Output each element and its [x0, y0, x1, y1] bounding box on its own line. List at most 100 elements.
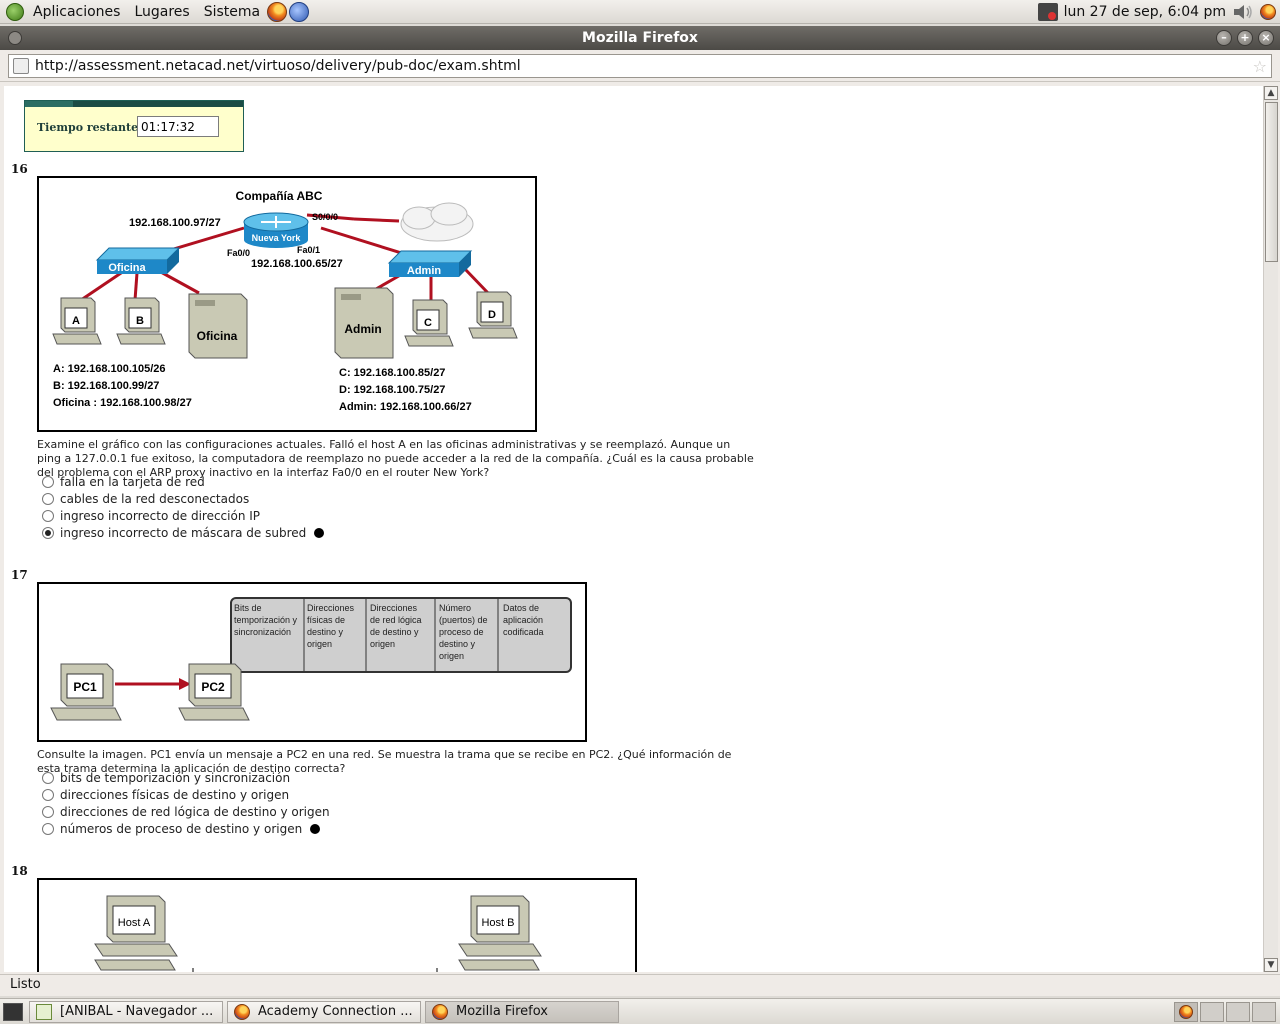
- radio-button[interactable]: [42, 510, 54, 522]
- q17-option[interactable]: direcciones físicas de destino y origen: [42, 788, 289, 802]
- server-oficina-icon: [188, 293, 248, 359]
- printer-icon[interactable]: [1037, 3, 1058, 21]
- router-ip-left: 192.168.100.97/27: [129, 217, 221, 229]
- window-menu-icon[interactable]: [8, 31, 22, 45]
- host-a-icon: [94, 895, 178, 971]
- pc1-icon: [50, 663, 122, 721]
- firefox-tray-icon[interactable]: [1260, 4, 1276, 20]
- q17-option[interactable]: bits de temporización y sincronización: [42, 771, 290, 785]
- radio-button[interactable]: [42, 823, 54, 835]
- taskbar-item-academy[interactable]: Academy Connection ...: [227, 1000, 421, 1023]
- applications-menu[interactable]: Aplicaciones: [33, 3, 121, 20]
- timer-box: Tiempo restante:: [24, 100, 244, 152]
- workspace-2[interactable]: [1200, 1002, 1224, 1022]
- q16-option[interactable]: cables de la red desconectados: [42, 492, 249, 506]
- site-identity-icon[interactable]: [13, 57, 29, 74]
- pc-a-label: A: [72, 315, 80, 327]
- q18-diagram: Host A Host B: [37, 878, 637, 972]
- switch-admin-icon: [387, 250, 473, 277]
- host-b-label: Host B: [481, 917, 514, 929]
- timer-label: Tiempo restante:: [37, 121, 143, 134]
- workspace-1[interactable]: [1174, 1002, 1198, 1022]
- question-18-number: 18: [11, 864, 28, 878]
- answer-marker-icon: [310, 824, 321, 834]
- taskbar-item-firefox[interactable]: Mozilla Firefox: [425, 1000, 619, 1023]
- ip-line-oficina: Oficina : 192.168.100.98/27: [53, 397, 192, 409]
- taskbar-item-navegador[interactable]: [ANIBAL - Navegador ...: [29, 1000, 223, 1023]
- status-bar: Listo: [0, 974, 1280, 996]
- radio-button[interactable]: [42, 806, 54, 818]
- server-admin-icon: [334, 287, 394, 359]
- q16-option[interactable]: falla en la tarjeta de red: [42, 475, 205, 489]
- firefox-icon: [234, 1003, 250, 1020]
- scrollbar-thumb[interactable]: [1265, 102, 1278, 262]
- router-icon: [243, 212, 309, 248]
- titlebar: Mozilla Firefox – + ×: [0, 26, 1280, 50]
- bookmark-star-icon[interactable]: ☆: [1252, 56, 1267, 76]
- router-ip-right: 192.168.100.65/27: [251, 258, 343, 270]
- scroll-down-icon[interactable]: ▼: [1264, 958, 1278, 972]
- question-17-number: 17: [11, 568, 28, 582]
- file-browser-icon: [36, 1003, 52, 1020]
- q16-option[interactable]: ingreso incorrecto de máscara de subred: [42, 526, 325, 540]
- server-oficina-label: Oficina: [197, 329, 238, 343]
- radio-button[interactable]: [42, 493, 54, 505]
- show-desktop-icon[interactable]: [3, 1002, 23, 1021]
- host-b-icon: [458, 895, 542, 971]
- radio-button[interactable]: [42, 772, 54, 784]
- maximize-icon[interactable]: +: [1237, 30, 1253, 46]
- q16-option[interactable]: ingreso incorrecto de dirección IP: [42, 509, 260, 523]
- pc-c-icon: [404, 299, 454, 347]
- pc-b-label: B: [136, 315, 144, 327]
- host-a-label: Host A: [118, 917, 151, 929]
- ip-line-a: A: 192.168.100.105/26: [53, 363, 166, 375]
- q17-option[interactable]: direcciones de red lógica de destino y o…: [42, 805, 330, 819]
- firefox-icon: [432, 1003, 448, 1020]
- scroll-up-icon[interactable]: ▲: [1264, 86, 1278, 100]
- places-menu[interactable]: Lugares: [134, 3, 190, 20]
- timer-header-bar: [25, 101, 243, 107]
- ip-line-c: C: 192.168.100.85/27: [339, 367, 445, 379]
- question-16-number: 16: [11, 162, 28, 176]
- ip-line-d: D: 192.168.100.75/27: [339, 384, 445, 396]
- switch-admin-label: Admin: [407, 265, 442, 277]
- firefox-launcher-icon[interactable]: [267, 1, 288, 22]
- switch-oficina-icon: [95, 247, 181, 274]
- url-bar[interactable]: http://assessment.netacad.net/virtuoso/d…: [8, 53, 1272, 78]
- page-content: Tiempo restante: 16: [4, 86, 1263, 972]
- clock[interactable]: lun 27 de sep, 6:04 pm: [1063, 4, 1226, 20]
- fa01-label: Fa0/1: [297, 245, 320, 255]
- vertical-scrollbar[interactable]: ▲ ▼: [1263, 86, 1278, 972]
- q16-network-diagram: Nueva York Oficina Admin Compañía ABC 19…: [37, 176, 537, 432]
- minimize-icon[interactable]: –: [1216, 30, 1232, 46]
- arrow-right-icon: [179, 678, 191, 690]
- s000-label: S0/0/0: [312, 212, 338, 222]
- ip-line-b: B: 192.168.100.99/27: [53, 380, 159, 392]
- workspace-3[interactable]: [1226, 1002, 1250, 1022]
- volume-icon[interactable]: [1232, 3, 1254, 21]
- close-icon[interactable]: ×: [1258, 30, 1274, 46]
- fa00-label: Fa0/0: [227, 248, 250, 258]
- mail-launcher-icon[interactable]: [289, 1, 310, 22]
- server-admin-label: Admin: [344, 322, 381, 336]
- url-text[interactable]: http://assessment.netacad.net/virtuoso/d…: [35, 57, 521, 74]
- gnome-foot-icon[interactable]: [6, 2, 24, 21]
- radio-button[interactable]: [42, 476, 54, 488]
- router-label: Nueva York: [252, 233, 302, 243]
- workspace-4[interactable]: [1252, 1002, 1276, 1022]
- bottom-panel: [ANIBAL - Navegador ... Academy Connecti…: [0, 998, 1280, 1024]
- radio-button-selected[interactable]: [42, 527, 54, 539]
- timer-field[interactable]: [137, 116, 219, 137]
- answer-marker-icon: [314, 528, 325, 538]
- radio-button[interactable]: [42, 789, 54, 801]
- pc-a-icon: [52, 297, 102, 345]
- pc-b-icon: [116, 297, 166, 345]
- cloud-icon: [400, 202, 474, 242]
- pc2-label: PC2: [201, 680, 225, 694]
- system-menu[interactable]: Sistema: [203, 3, 261, 20]
- q17-option[interactable]: números de proceso de destino y origen: [42, 822, 321, 836]
- ip-line-admin: Admin: 192.168.100.66/27: [339, 401, 472, 413]
